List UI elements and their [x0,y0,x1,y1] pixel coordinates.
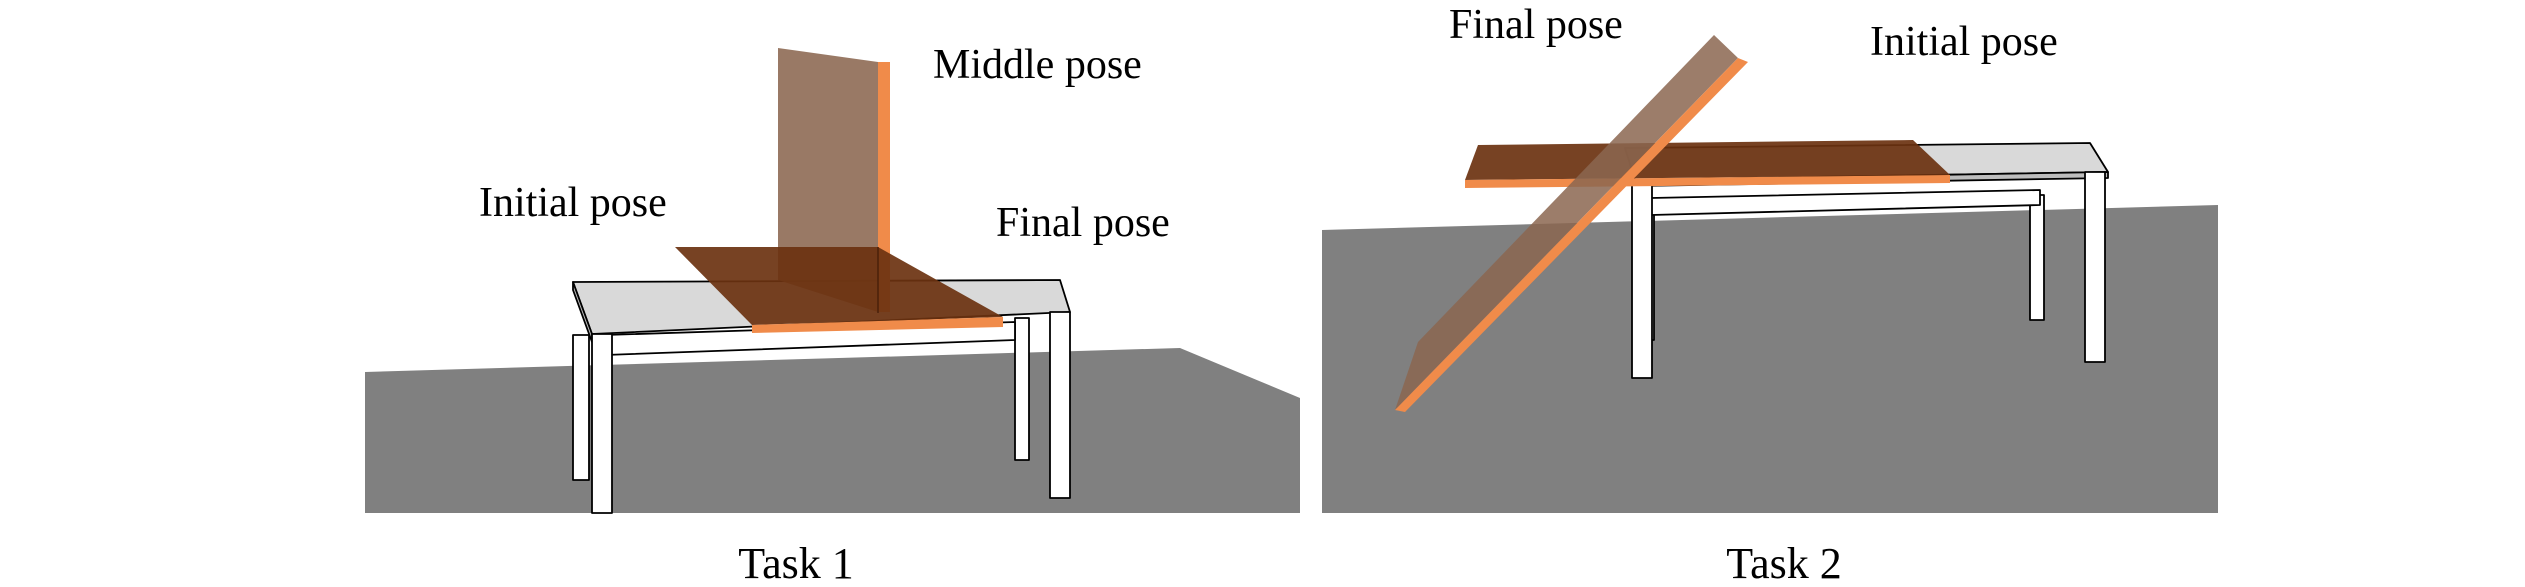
task2-table-apron [1649,189,2041,216]
task1-board-final-pose [675,247,1003,325]
task2-table-leg-back-right [2029,194,2045,321]
task2-label-initial-pose: Initial pose [1870,19,2058,65]
task1-board-final-pose-edge [752,317,1003,333]
task2-caption: Task 2 [1726,539,1841,587]
task1-table-leg-back-right [1014,317,1030,461]
task1-table-leg-back-left [572,334,590,481]
task2-ground [1322,205,2218,513]
task1-label-final-pose: Final pose [996,200,1170,246]
task1-board-middle-pose [778,48,878,312]
task2-label-final-pose: Final pose [1449,2,1623,48]
task1-table-leg-front-left [591,333,613,514]
task2-board-final-pose [1395,35,1738,410]
task1-ground [365,348,1300,513]
task1-caption: Task 1 [738,539,853,587]
task2-board-final-pose-edge [1395,58,1748,412]
task2-table-leg-front-left [1631,179,1653,379]
task1-label-initial-pose: Initial pose [479,180,667,226]
task2-board-initial-pose [1465,140,1950,180]
task1-label-middle-pose: Middle pose [933,42,1142,88]
task2-panel: Final pose Initial pose Task 2 [1322,2,2218,587]
task1-table-leg-front-right [1049,311,1071,499]
task1-panel: Initial pose Middle pose Final pose Task… [365,42,1300,587]
task2-table-leg-front-right [2084,171,2106,363]
